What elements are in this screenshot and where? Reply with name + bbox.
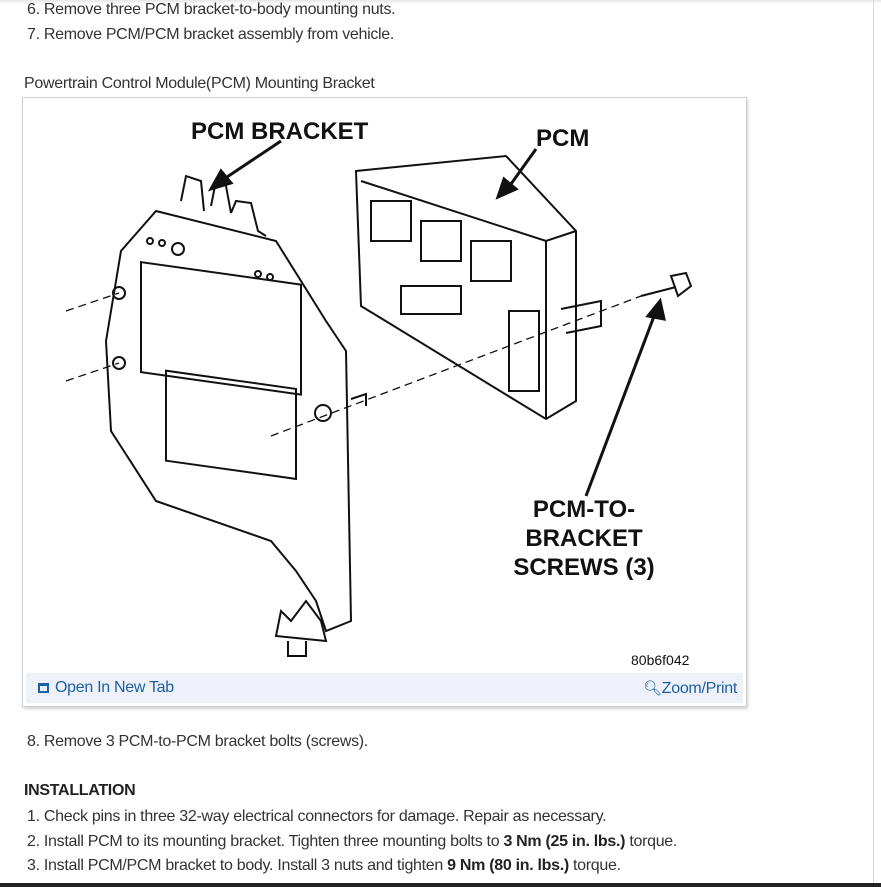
open-new-tab-icon [38, 683, 49, 693]
label-pcm-bracket: PCM BRACKET [191, 118, 369, 145]
label-screws-3: SCREWS (3) [513, 554, 654, 581]
bracket-outline [104, 209, 353, 633]
zoom-print-link[interactable]: 🔍︎Zoom/Print [643, 679, 737, 698]
pcm-bracket-diagram: PCM BRACKET PCM PCM-TO- BRACKET SCREWS (… [65, 118, 693, 668]
open-in-new-tab-link[interactable]: Open In New Tab [38, 679, 174, 697]
zoom-print-label: Zoom/Print [661, 680, 738, 697]
label-pcm: PCM [536, 125, 589, 152]
bottom-bar [0, 883, 881, 887]
install-step-2: 2. Install PCM to its mounting bracket. … [27, 833, 677, 851]
zoom-in-icon: 🔍︎ [643, 680, 662, 697]
step-7: 7. Remove PCM/PCM bracket assembly from … [27, 26, 395, 43]
install-step-3-torque: 9 Nm (80 in. lbs.) [447, 857, 569, 874]
install-step-3: 3. Install PCM/PCM bracket to body. Inst… [27, 857, 621, 875]
installation-heading: INSTALLATION [24, 782, 136, 799]
install-step-2-text: 2. Install PCM to its mounting bracket. … [27, 833, 504, 850]
install-step-3-suffix: torque. [568, 857, 621, 874]
pcm-outline [354, 154, 577, 421]
figure-footer: Open In New Tab 🔍︎Zoom/Print [26, 673, 743, 703]
figure-box: PCM BRACKET PCM PCM-TO- BRACKET SCREWS (… [22, 97, 747, 707]
open-in-new-tab-label: Open In New Tab [55, 679, 174, 696]
figure-code: 80b6f042 [631, 652, 690, 668]
step-8: 8. Remove 3 PCM-to-PCM bracket bolts (sc… [27, 733, 368, 750]
install-step-2-suffix: torque. [625, 833, 678, 850]
install-step-1: 1. Check pins in three 32-way electrical… [27, 808, 607, 825]
figure-caption: Powertrain Control Module(PCM) Mounting … [24, 75, 375, 92]
top-shadow [0, 0, 881, 4]
label-screws-2: BRACKET [525, 525, 643, 552]
step-6: 6. Remove three PCM bracket-to-body moun… [27, 1, 396, 18]
install-step-2-torque: 3 Nm (25 in. lbs.) [503, 833, 626, 850]
label-screws-1: PCM-TO- [533, 496, 635, 523]
scrollbar-track[interactable] [873, 0, 874, 887]
install-step-3-text: 3. Install PCM/PCM bracket to body. Inst… [27, 857, 448, 874]
